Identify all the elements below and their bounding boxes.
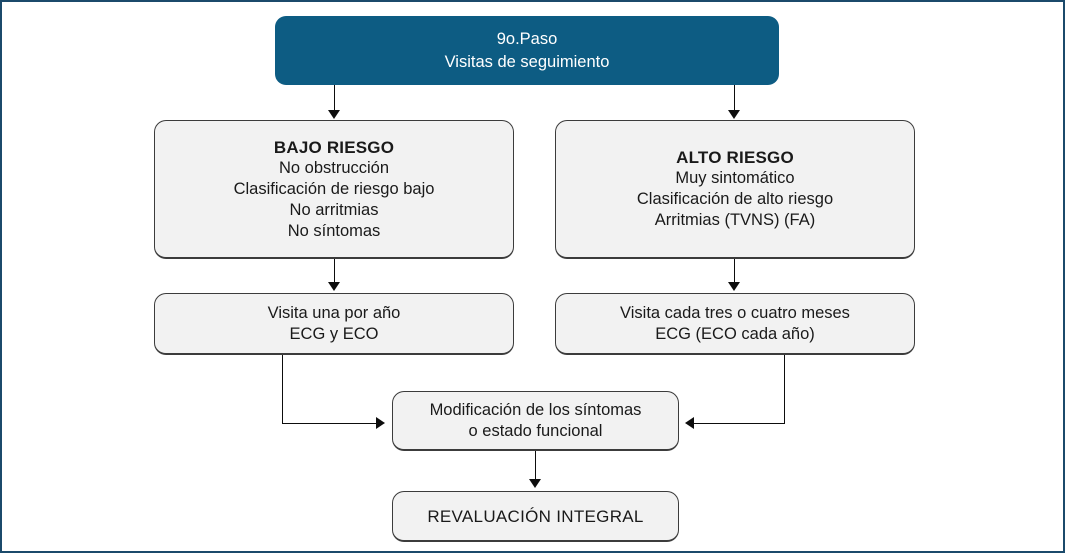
node-visita-alto-riesgo: Visita cada tres o cuatro meses ECG (ECO…: [555, 293, 915, 355]
connector-header-to-bajo: [334, 85, 335, 112]
connector-visita-bajo-elbow-vertical: [282, 355, 283, 424]
header-line-2: Visitas de seguimiento: [444, 52, 610, 71]
alto-riesgo-line-4: Arritmias (TVNS) (FA): [654, 211, 816, 229]
arrowhead-bajo-to-visita-icon: [328, 282, 340, 291]
alto-riesgo-line-3: Clasificación de alto riesgo: [636, 190, 834, 208]
alto-riesgo-line-2: Muy sintomático: [675, 169, 795, 187]
connector-visita-bajo-elbow-horizontal: [282, 423, 380, 424]
header-line-1: 9o.Paso: [496, 29, 558, 48]
bajo-riesgo-title: BAJO RIESGO: [273, 137, 395, 157]
node-modificacion-sintomas: Modificación de los síntomas o estado fu…: [392, 391, 679, 451]
node-header-step: 9o.Paso Visitas de seguimiento: [275, 16, 779, 85]
arrowhead-visita-bajo-to-modificacion-icon: [376, 417, 385, 429]
connector-visita-alto-elbow-vertical: [784, 355, 785, 424]
arrowhead-visita-alto-to-modificacion-icon: [685, 417, 694, 429]
bajo-riesgo-line-3: Clasificación de riesgo bajo: [233, 179, 435, 198]
visita-bajo-line-1: Visita una por año: [267, 303, 401, 322]
bajo-riesgo-line-2: No obstrucción: [278, 158, 390, 177]
connector-visita-alto-elbow-horizontal: [692, 423, 785, 424]
revaluacion-line-1: REVALUACIÓN INTEGRAL: [427, 506, 644, 526]
alto-riesgo-title: ALTO RIESGO: [676, 148, 794, 167]
connector-bajo-to-visita: [334, 259, 335, 284]
bajo-riesgo-line-5: No síntomas: [287, 221, 381, 240]
visita-alto-line-1: Visita cada tres o cuatro meses: [620, 303, 850, 322]
arrowhead-modificacion-to-revaluacion-icon: [529, 479, 541, 488]
connector-header-to-alto: [734, 85, 735, 112]
arrowhead-header-to-bajo-icon: [328, 110, 340, 119]
modificacion-line-2: o estado funcional: [468, 421, 603, 440]
node-alto-riesgo: ALTO RIESGO Muy sintomático Clasificació…: [555, 120, 915, 259]
visita-bajo-line-2: ECG y ECO: [289, 324, 379, 343]
node-bajo-riesgo: BAJO RIESGO No obstrucción Clasificación…: [154, 120, 514, 259]
visita-alto-line-2: ECG (ECO cada año): [655, 324, 815, 343]
connector-modificacion-to-revaluacion: [535, 451, 536, 481]
node-visita-bajo-riesgo: Visita una por año ECG y ECO: [154, 293, 514, 355]
node-revaluacion-integral: REVALUACIÓN INTEGRAL: [392, 491, 679, 542]
connector-alto-to-visita: [734, 259, 735, 284]
arrowhead-header-to-alto-icon: [728, 110, 740, 119]
bajo-riesgo-line-4: No arritmias: [289, 200, 379, 219]
modificacion-line-1: Modificación de los síntomas: [429, 400, 642, 419]
arrowhead-alto-to-visita-icon: [728, 282, 740, 291]
